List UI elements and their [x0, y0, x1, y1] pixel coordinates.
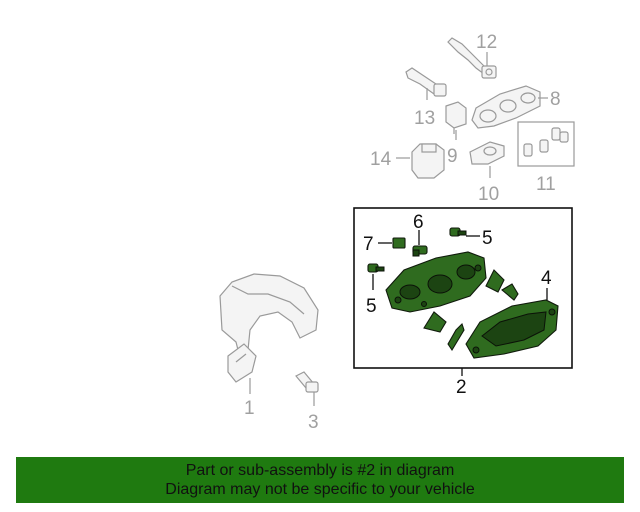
callout-7[interactable]: 7 — [363, 234, 374, 255]
part-13-stalk[interactable] — [405, 67, 447, 97]
callout-4[interactable]: 4 — [541, 268, 552, 289]
banner-line-2: Diagram may not be specific to your vehi… — [165, 481, 475, 498]
part-2-trim-strip[interactable] — [447, 322, 465, 352]
part-10-bracket[interactable] — [469, 141, 505, 165]
part-2-rear-housing[interactable] — [385, 251, 487, 313]
part-3-bolt[interactable] — [295, 371, 319, 393]
part-6-bulb[interactable] — [412, 245, 428, 257]
part-4-front-lens[interactable] — [465, 299, 559, 359]
part-9-connector[interactable] — [445, 101, 467, 134]
part-14-switch[interactable] — [411, 143, 445, 179]
part-8-bezel[interactable] — [471, 85, 541, 129]
callout-2[interactable]: 2 — [456, 377, 467, 398]
callout-3[interactable]: 3 — [308, 412, 319, 433]
part-2-clip[interactable] — [501, 283, 519, 301]
callout-13[interactable]: 13 — [414, 108, 435, 129]
callout-9[interactable]: 9 — [447, 146, 458, 167]
banner-line-1: Part or sub-assembly is #2 in diagram — [185, 462, 455, 479]
callout-12[interactable]: 12 — [476, 32, 497, 53]
part-5-screw-left[interactable] — [367, 263, 385, 273]
part-11-bulbs[interactable] — [517, 121, 575, 167]
callout-11[interactable]: 11 — [536, 174, 556, 195]
info-banner: Part or sub-assembly is #2 in diagram Di… — [16, 457, 624, 503]
part-2-lens-right[interactable] — [485, 269, 505, 293]
callout-10[interactable]: 10 — [478, 184, 499, 205]
part-1-column-cover[interactable] — [219, 273, 319, 383]
part-2-lens-left[interactable] — [423, 311, 447, 333]
part-7-clip[interactable] — [392, 237, 406, 249]
callout-5a[interactable]: 5 — [482, 228, 493, 249]
callout-14[interactable]: 14 — [370, 149, 392, 170]
callout-1[interactable]: 1 — [244, 398, 255, 419]
part-12-stalk[interactable] — [447, 37, 497, 79]
part-5-screw-right[interactable] — [449, 227, 467, 237]
callout-6[interactable]: 6 — [413, 212, 424, 233]
callout-5b[interactable]: 5 — [366, 296, 377, 317]
callout-8[interactable]: 8 — [550, 89, 561, 110]
parts-diagram: 12 13 9 8 11 14 10 — [219, 32, 575, 433]
